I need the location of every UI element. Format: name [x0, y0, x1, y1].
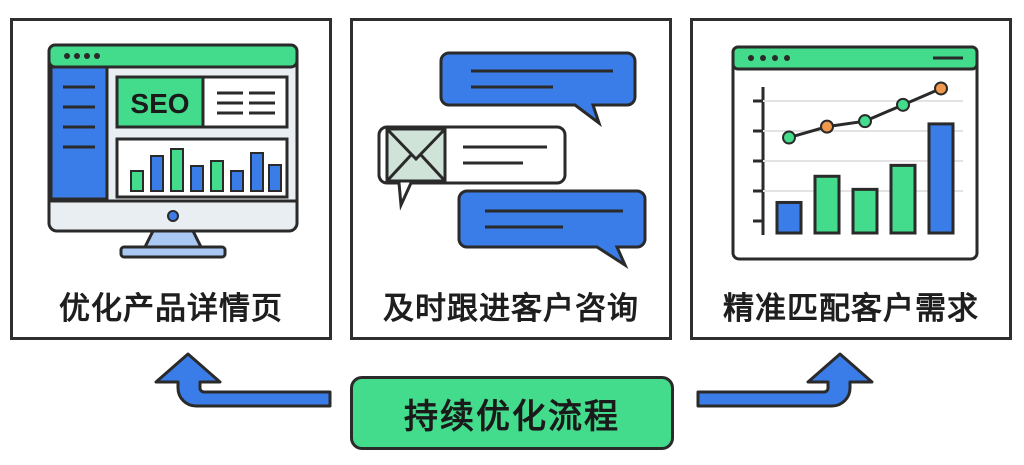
seo-badge-text: SEO [130, 88, 189, 119]
chart-bar [775, 200, 803, 235]
monitor-seo-icon: SEO [47, 43, 299, 259]
card-1-label: 优化产品详情页 [59, 291, 283, 327]
continuous-optimization-badge: 持续优化流程 [350, 376, 674, 450]
card-match-customer-needs: 精准匹配客户需求 [690, 18, 1012, 340]
trend-line-group [782, 81, 948, 145]
analytics-chart-icon [731, 45, 979, 261]
card-follow-up-inquiries: 及时跟进客户咨询 [350, 18, 672, 340]
chart-bar [851, 187, 879, 235]
bars-group [775, 122, 955, 235]
card-2-label: 及时跟进客户咨询 [383, 291, 639, 327]
trend-point [896, 97, 910, 112]
chart-bar [889, 163, 917, 235]
trend-point [934, 81, 948, 96]
left-curved-arrow-icon [154, 352, 332, 408]
chat-envelope-icon [377, 51, 647, 269]
trend-point [782, 130, 796, 145]
card-3-label: 精准匹配客户需求 [723, 291, 979, 327]
trend-point [820, 119, 834, 134]
chart-bar [813, 174, 841, 235]
center-label: 持续优化流程 [404, 396, 620, 437]
chart-bar [927, 122, 955, 235]
right-curved-arrow-icon [696, 352, 874, 408]
trend-point [858, 114, 872, 129]
card-optimize-product-page: SEO 优化产品详情页 [10, 18, 332, 340]
